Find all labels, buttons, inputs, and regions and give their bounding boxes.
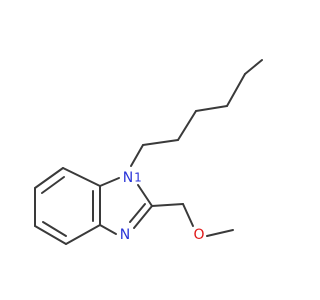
molecule-drawing: N 1 N O xyxy=(34,59,263,245)
structure-canvas: N 1 N O xyxy=(34,59,263,245)
methoxymethyl-group xyxy=(151,203,234,237)
bond-chain-4 xyxy=(195,105,228,112)
bond-benzene-inner-1 xyxy=(41,176,65,194)
bond-chain-3 xyxy=(177,110,197,141)
bond-ch2-o xyxy=(182,203,194,227)
bond-c2-ch2 xyxy=(151,203,184,207)
atom-o: O xyxy=(193,227,204,243)
atom-n3: N xyxy=(120,227,130,243)
bond-chain-1 xyxy=(130,144,144,167)
bond-n3-c3a xyxy=(99,224,117,235)
bond-chain-2 xyxy=(142,139,179,146)
hexyl-chain xyxy=(130,59,263,167)
bond-c2-n3 xyxy=(133,205,153,229)
bond-n1-c2 xyxy=(137,184,153,207)
bond-o-ch3 xyxy=(206,229,234,237)
bond-benzene-4 xyxy=(34,225,67,245)
atom-n1: N 1 xyxy=(123,170,142,186)
bond-benzene-2 xyxy=(34,167,64,189)
bond-chain-5 xyxy=(226,73,246,107)
atom-n1-symbol: N xyxy=(123,170,133,186)
benzene-ring xyxy=(34,167,101,245)
atom-n1-number: 1 xyxy=(134,171,142,185)
bond-c2-n3-double xyxy=(129,203,146,223)
imidazole-ring xyxy=(99,177,153,235)
bond-benzene-inner-2 xyxy=(42,221,67,237)
bond-c7a-n1 xyxy=(99,177,120,187)
bond-benzene-1 xyxy=(62,167,101,187)
bond-chain-6 xyxy=(244,59,263,75)
bond-benzene-5 xyxy=(65,224,101,245)
